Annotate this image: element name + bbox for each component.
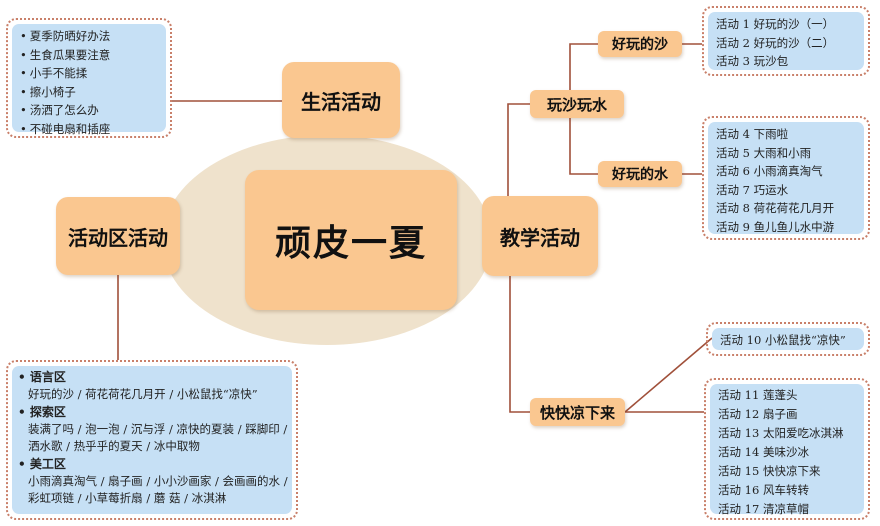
node-fun-water: 好玩的水 <box>598 161 682 187</box>
list-item: 小手不能揉 <box>20 64 158 83</box>
list-item: 活动 5 大雨和小雨 <box>716 145 812 160</box>
area-line: 彩虹项链 / 小草莓折扇 / 蘑 菇 / 冰淇淋 <box>28 491 227 505</box>
node-fun-sand: 好玩的沙 <box>598 31 682 57</box>
node-teaching-activities: 教学活动 <box>482 196 598 276</box>
list-item: 生食瓜果要注意 <box>20 46 158 65</box>
node-area-activities: 活动区活动 <box>56 197 180 275</box>
center-title: 顽皮一夏 <box>245 170 457 310</box>
list-item: 活动 12 扇子画 <box>718 407 798 421</box>
area-line: 小雨滴真淘气 / 扇子画 / 小小沙画家 / 会画画的水 / <box>28 473 288 488</box>
list-item: 活动 11 莲蓬头 <box>718 388 798 402</box>
panel-cool-down: 活动 11 莲蓬头 活动 12 扇子画 活动 13 太阳爱吃冰淇淋 活动 14 … <box>704 378 870 520</box>
list-item: 活动 17 清凉草帽 <box>718 502 809 516</box>
list-item: 活动 10 小松鼠找“凉快” <box>720 333 846 347</box>
area-line: 装满了吗 / 泡一泡 / 沉与浮 / 凉快的夏装 / 踩脚印 / <box>28 421 288 436</box>
list-item: 活动 7 巧运水 <box>716 182 789 197</box>
area-line: 好玩的沙 / 荷花荷花几月开 / 小松鼠找“凉快” <box>28 387 258 401</box>
list-item: 夏季防晒好办法 <box>20 27 158 46</box>
list-item: 活动 2 好玩的沙（二） <box>716 35 835 50</box>
list-item: 不碰电扇和插座 <box>20 120 158 139</box>
list-item: 活动 14 美味沙冰 <box>718 445 809 459</box>
list-item: 汤洒了怎么办 <box>20 101 158 120</box>
node-cool-down: 快快凉下来 <box>530 398 625 426</box>
panel-life-activities: 夏季防晒好办法 生食瓜果要注意 小手不能揉 擦小椅子 汤洒了怎么办 不碰电扇和插… <box>6 18 172 138</box>
line-trunk-sandwater <box>507 103 530 200</box>
list-item: 活动 8 荷花荷花几月开 <box>716 201 835 215</box>
list-item: 活动 3 玩沙包 <box>716 54 789 68</box>
area-heading-language: 语言区 <box>18 369 286 386</box>
area-heading-explore: 探索区 <box>18 404 286 421</box>
line-water-branch <box>569 118 598 175</box>
list-item: 活动 6 小雨滴真淘气 <box>716 164 823 178</box>
panel-activity-10: 活动 10 小松鼠找“凉快” <box>706 322 870 356</box>
list-item: 活动 13 太阳爱吃冰淇淋 <box>718 426 844 440</box>
area-line: 洒水歌 / 热乎乎的夏天 / 冰中取物 <box>28 439 200 453</box>
panel-fun-sand: 活动 1 好玩的沙（一） 活动 2 好玩的沙（二） 活动 3 玩沙包 <box>702 6 870 76</box>
list-item: 活动 1 好玩的沙（一） <box>716 17 835 31</box>
list-item: 擦小椅子 <box>20 83 158 102</box>
node-sand-water: 玩沙玩水 <box>530 90 624 118</box>
line-cool-panel10 <box>624 337 713 413</box>
list-item: 活动 9 鱼儿鱼儿水中游 <box>716 219 835 234</box>
list-item: 活动 15 快快凉下来 <box>718 464 821 478</box>
list-item: 活动 16 风车转转 <box>718 483 809 497</box>
node-life-activities: 生活活动 <box>282 62 400 138</box>
list-item: 活动 4 下雨啦 <box>716 127 789 141</box>
panel-fun-water: 活动 4 下雨啦 活动 5 大雨和小雨 活动 6 小雨滴真淘气 活动 7 巧运水… <box>702 116 870 240</box>
line-sand-branch <box>569 43 598 90</box>
line-trunk-cool <box>509 275 530 413</box>
area-heading-art: 美工区 <box>18 456 286 473</box>
panel-activity-areas: 语言区 好玩的沙 / 荷花荷花几月开 / 小松鼠找“凉快” 探索区 装满了吗 /… <box>6 360 298 520</box>
